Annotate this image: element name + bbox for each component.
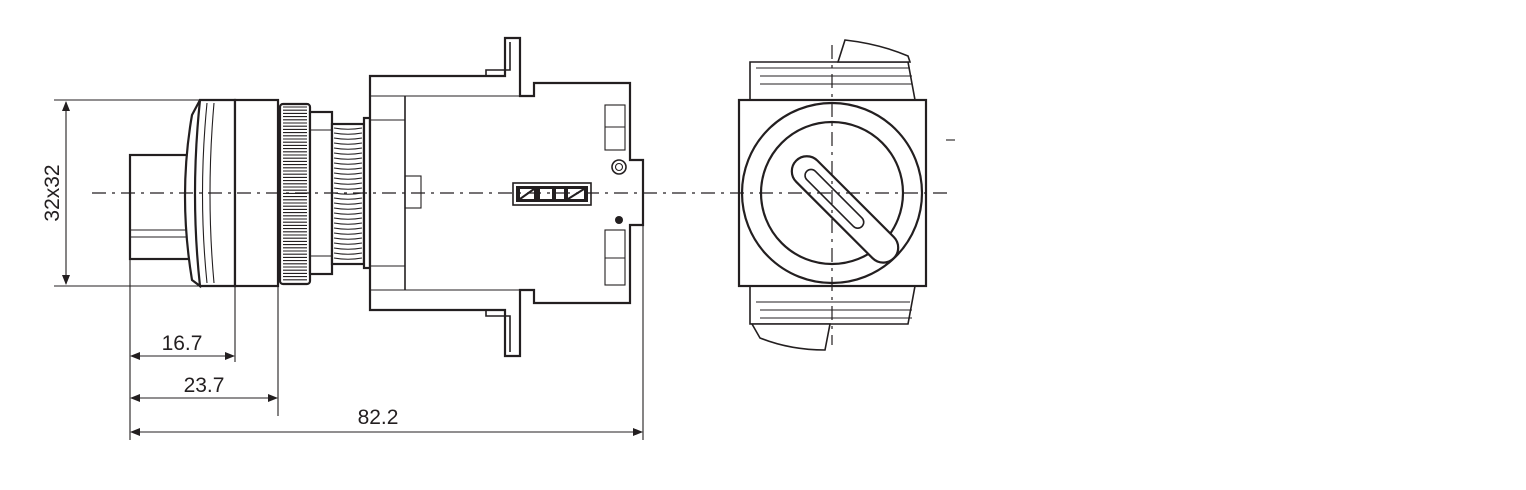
side-view <box>128 36 645 358</box>
screw-hole <box>611 159 627 175</box>
dimension-label-82-2: 82.2 <box>358 406 399 429</box>
dimension-label-23-7: 23.7 <box>184 374 225 397</box>
clip-tab-bottom <box>750 323 831 351</box>
knob-shaft <box>128 153 194 261</box>
selector-lever <box>790 155 900 264</box>
clip-tab-top <box>836 39 912 63</box>
dimension-lines <box>54 99 644 440</box>
dimension-label-16-7: 16.7 <box>162 332 203 355</box>
dimension-label-height: 32x32 <box>41 164 64 221</box>
contact-block <box>368 36 645 358</box>
